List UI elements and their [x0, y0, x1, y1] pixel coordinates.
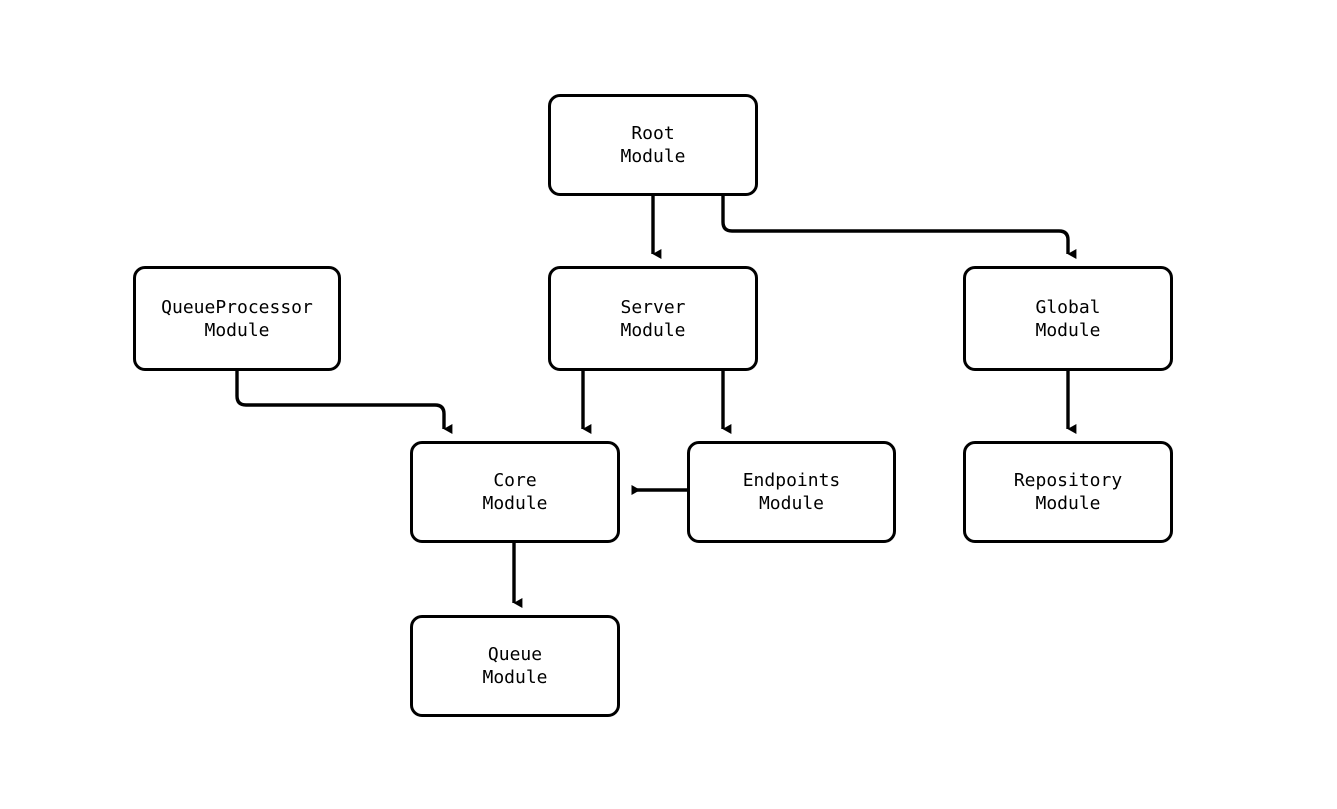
node-server-label: Server Module — [620, 296, 686, 341]
node-queueprocessor[interactable]: QueueProcessor Module — [133, 266, 341, 371]
node-core[interactable]: Core Module — [410, 441, 620, 543]
node-global[interactable]: Global Module — [963, 266, 1173, 371]
node-global-label: Global Module — [1035, 296, 1101, 341]
node-root-label: Root Module — [620, 123, 686, 167]
node-repository[interactable]: Repository Module — [963, 441, 1173, 543]
edge-root-to-global — [721, 196, 1077, 259]
edge-queueprocessor-to-core — [235, 371, 453, 434]
node-repository-label: Repository Module — [1013, 470, 1123, 514]
node-queue-label: Queue Module — [482, 644, 548, 688]
node-queueprocessor-label: QueueProcessor Module — [161, 296, 313, 341]
node-endpoints[interactable]: Endpoints Module — [687, 441, 896, 543]
node-endpoints-label: Endpoints Module — [742, 470, 841, 514]
node-core-label: Core Module — [482, 470, 548, 514]
node-root[interactable]: Root Module — [548, 94, 758, 196]
node-queue[interactable]: Queue Module — [410, 615, 620, 717]
node-server[interactable]: Server Module — [548, 266, 758, 371]
